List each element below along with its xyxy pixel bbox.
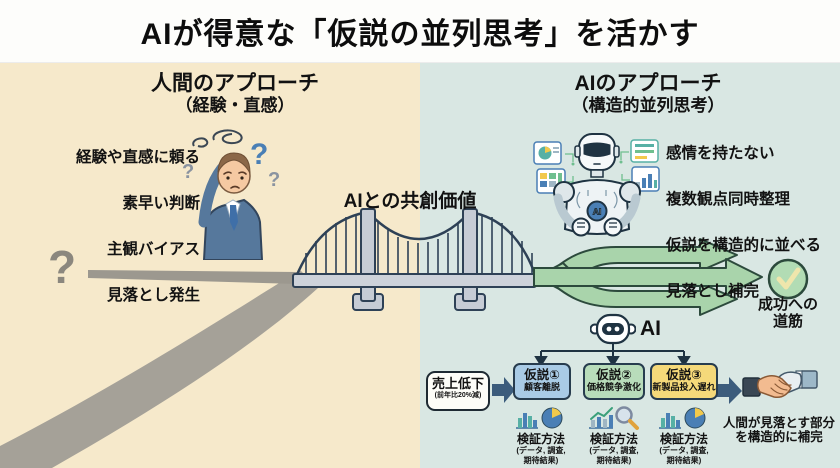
- human-panel-background: [0, 62, 420, 468]
- problem-box: 売上低下 (前年比20%減): [426, 371, 490, 411]
- problem-title: 売上低下: [431, 376, 484, 391]
- bar-chart-pie-chart-icon: [516, 407, 563, 429]
- trait-line: 仮説を構造的に並べる: [666, 237, 822, 254]
- human-traits-list: 経験や直感に頼る 素早い判断 主観バイアス 見落とし発生: [18, 146, 200, 307]
- ai-panel-background: [420, 62, 840, 468]
- confused-man-illustration: ? ? ?: [182, 129, 280, 260]
- dashboard-card-icon: [630, 139, 659, 163]
- hypothesis-desc: 価格競争激化: [586, 382, 641, 392]
- verify-title: 検証方法: [589, 432, 638, 446]
- man-figure: [198, 152, 264, 260]
- trait-line: 感情を持たない: [666, 145, 775, 162]
- success-path-caption: 成功への 道筋: [757, 296, 818, 330]
- question-mark-icon: ?: [268, 169, 280, 191]
- human-subheading-text: （経験・直感）: [175, 96, 295, 116]
- hypothesis-label: 仮説①: [524, 368, 560, 382]
- verify-detail: (データ, 調査, 期待結果): [659, 446, 709, 465]
- confusion-scribble-icon: [192, 129, 243, 148]
- hypothesis-desc: 顧客離脱: [523, 382, 560, 392]
- trait-line: 見落とし発生: [106, 287, 200, 304]
- dashboard-card-icon: [533, 141, 562, 165]
- handshake-icon: [742, 370, 818, 399]
- title-banner: AIが得意な「仮説の並列思考」を活かす: [0, 0, 840, 63]
- verify-column-3: 検証方法 (データ, 調査, 期待結果): [647, 404, 721, 465]
- trait-line: 経験や直感に頼る: [75, 149, 200, 166]
- ai-subheading-text: （構造的並列思考）: [571, 96, 725, 116]
- human-approach-heading: 人間のアプローチ （経験・直感）: [75, 72, 395, 116]
- hypothesis-label: 仮説③: [666, 368, 702, 382]
- trait-line: 複数観点同時整理: [666, 191, 791, 208]
- handshake-caption: 人間が見落とす部分 を構造的に補完: [722, 416, 836, 444]
- verify-title: 検証方法: [516, 432, 565, 446]
- trend-chart-magnifier-icon: [589, 406, 639, 430]
- parallel-arrows-icon: [533, 238, 763, 316]
- hypothesis-desc: 新製品投入遅れ: [652, 382, 716, 392]
- ai-approach-heading: AIのアプローチ （構造的並列思考）: [498, 72, 798, 116]
- verify-detail: (データ, 調査, 期待結果): [589, 446, 639, 465]
- ai-traits-list: 感情を持たない 複数観点同時整理 仮説を構造的に並べる 見落とし補完: [666, 142, 838, 303]
- trait-line: 主観バイアス: [106, 241, 200, 258]
- hypothesis-label: 仮説②: [596, 368, 632, 382]
- bridge-value-label: AIとの共創価値: [343, 191, 477, 212]
- page-title: AIが得意な「仮説の並列思考」を活かす: [140, 18, 700, 51]
- question-mark-icon: ?: [250, 138, 268, 171]
- question-mark-icon: ?: [48, 241, 77, 293]
- hypothesis-box-2: 仮説② 価格競争激化: [583, 363, 645, 400]
- question-mark-icon: ?: [182, 161, 194, 183]
- bar-chart-pie-chart-icon: [659, 407, 706, 429]
- human-heading-text: 人間のアプローチ: [151, 72, 319, 95]
- circuit-lines: [565, 151, 630, 183]
- arrow-right-icon: [716, 377, 742, 404]
- ai-flow-label: AI: [640, 317, 661, 340]
- verify-column-1: 検証方法 (データ, 調査, 期待結果): [504, 404, 578, 465]
- trait-line: 見落とし補完: [666, 283, 760, 300]
- arrow-right-icon: [492, 377, 515, 403]
- mini-robot-icon: [590, 313, 636, 345]
- trait-line: 素早い判断: [122, 195, 200, 212]
- problem-subtitle: (前年比20%減): [434, 392, 482, 399]
- robot-chest-ai-label: AI: [593, 207, 602, 217]
- verify-detail: (データ, 調査, 期待結果): [516, 446, 566, 465]
- ai-robot-illustration: AI: [533, 133, 660, 237]
- ai-heading-text: AIのアプローチ: [574, 72, 722, 95]
- check-circle-icon: [767, 258, 809, 300]
- human-path-roads: [0, 270, 318, 468]
- hypothesis-box-1: 仮説① 顧客離脱: [513, 363, 571, 400]
- robot-icon: AI: [553, 133, 641, 237]
- hypothesis-box-3: 仮説③ 新製品投入遅れ: [650, 363, 718, 400]
- flow-connector-lines: [534, 344, 691, 367]
- verify-title: 検証方法: [659, 432, 708, 446]
- bridge-icon: [292, 208, 538, 311]
- verify-column-2: 検証方法 (データ, 調査, 期待結果): [577, 404, 651, 465]
